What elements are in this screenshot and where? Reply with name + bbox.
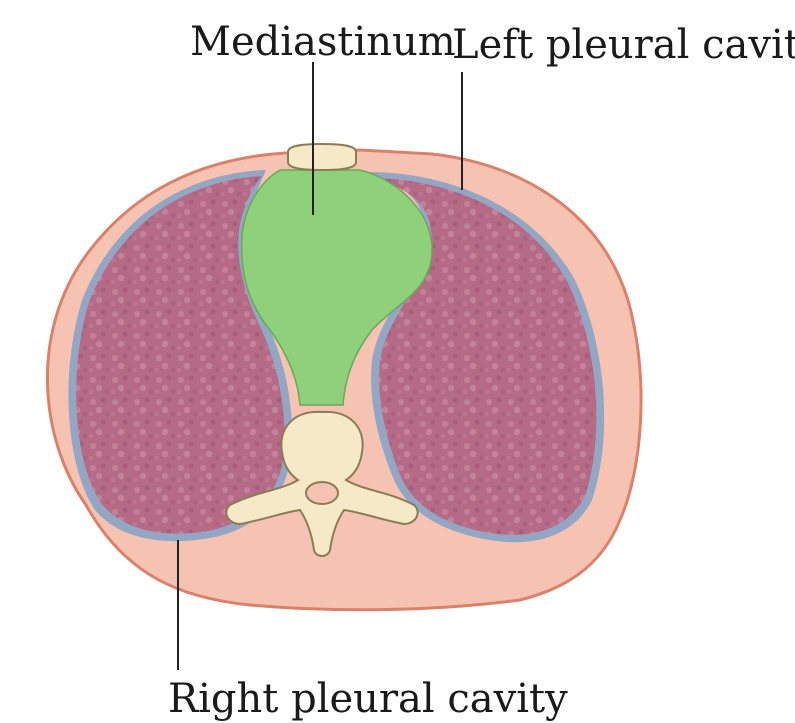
sternum [288, 144, 356, 170]
label-mediastinum: Mediastinum [190, 19, 456, 65]
label-left-pleural-cavity: Left pleural cavity [452, 22, 795, 68]
label-right-pleural-cavity: Right pleural cavity [168, 676, 568, 722]
vertebral-canal [306, 482, 338, 504]
